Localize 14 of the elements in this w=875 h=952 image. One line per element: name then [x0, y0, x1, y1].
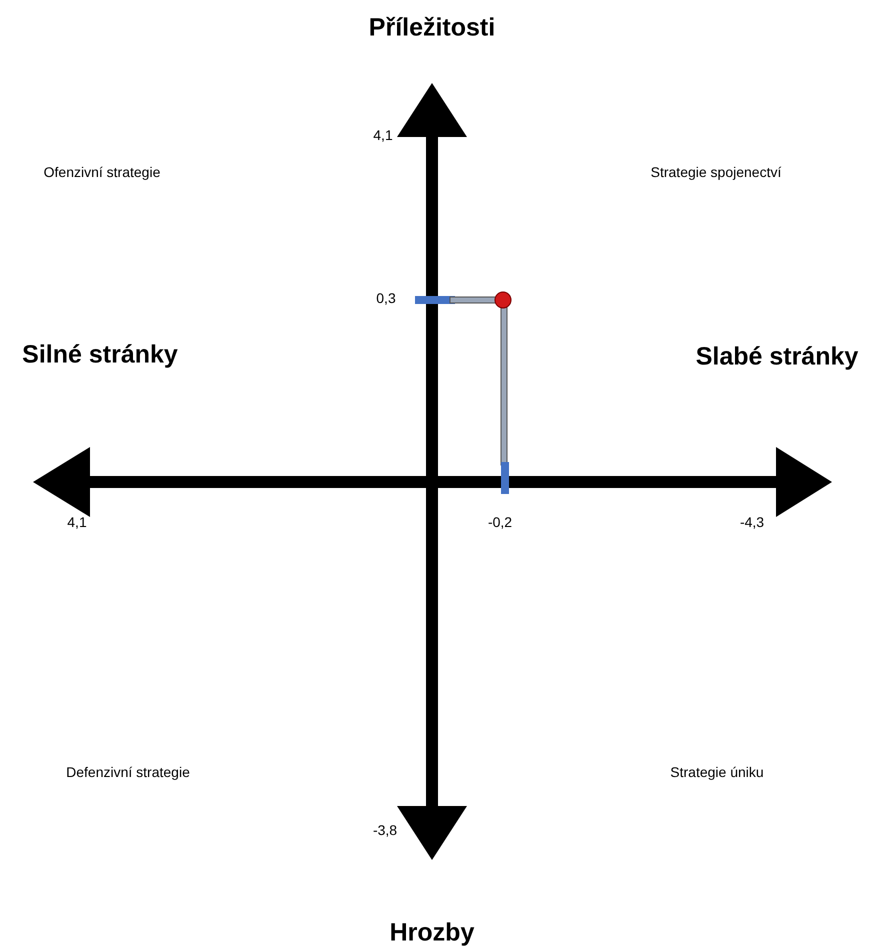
axis-value: -3,8	[372, 822, 398, 838]
quadrant-label: Strategie úniku	[670, 764, 764, 780]
axis-title: Silné stránky	[22, 340, 178, 370]
axis-value: 4,1	[373, 127, 393, 143]
axis-value: -0,2	[488, 514, 512, 530]
axis-title: Slabé stránky	[696, 342, 858, 372]
quadrant-label: Strategie spojenectví	[650, 164, 782, 180]
axis-title: Příležitosti	[368, 14, 496, 42]
axis-value: 4,1	[67, 514, 87, 530]
axis-title: Hrozby	[390, 918, 474, 948]
axis-value: -4,3	[740, 514, 764, 530]
quadrant-label: Defenzivní strategie	[66, 764, 190, 780]
axis-value: 0,3	[376, 290, 396, 306]
quadrant-label: Ofenzivní strategie	[44, 164, 160, 180]
